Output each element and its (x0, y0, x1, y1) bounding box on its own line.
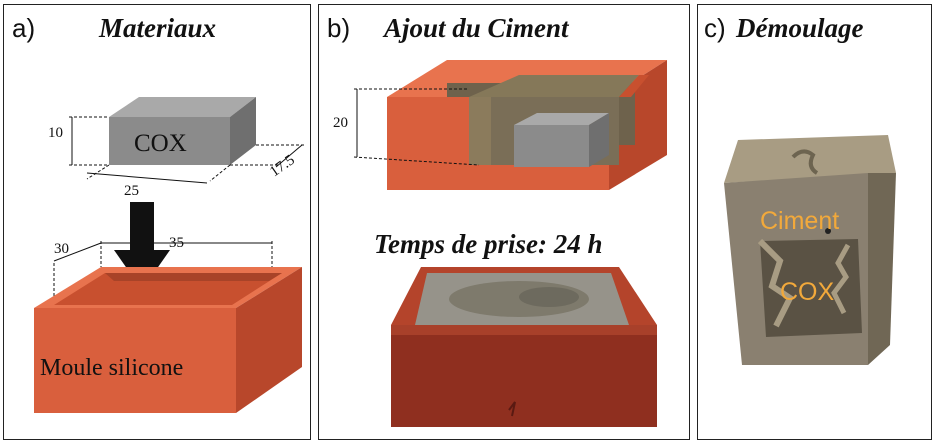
demolded-sample-photo: Ciment COX (724, 135, 896, 365)
panel-title-c: Démoulage (736, 13, 864, 43)
panel-cement: b) Ajout du Ciment (318, 4, 690, 440)
mold-cutaway (387, 60, 667, 190)
cox-block: COX (109, 97, 256, 165)
cox-height-label: 10 (48, 125, 63, 141)
cox-depth-label: 17.5 (267, 152, 298, 180)
mold-depth-label: 30 (54, 241, 69, 257)
silicone-mold: Moule silicone (34, 267, 302, 413)
cement-height-label: 20 (333, 115, 348, 131)
cured-block-photo (391, 267, 657, 427)
panel-letter-b: b) (327, 13, 351, 43)
panel-title-a: Materiaux (99, 13, 217, 43)
demolded-block (724, 135, 896, 365)
setting-time-caption: Temps de prise: 24 h (374, 229, 603, 259)
panel-title-b: Ajout du Ciment (384, 13, 569, 43)
cox-width-label: 25 (124, 183, 139, 199)
ciment-label: Ciment (760, 207, 839, 235)
panel-letter-a: a) (12, 13, 36, 43)
mold-width-label: 35 (169, 235, 184, 251)
cement-height-dimension (353, 88, 480, 166)
panel-letter-c: c) (704, 13, 726, 43)
cox-dimensions (69, 116, 304, 184)
cement-diagram: 20 Temps de prise: 24 h (333, 60, 667, 427)
materials-diagram: COX 10 25 17.5 30 (34, 97, 304, 413)
cox-core-label: COX (780, 278, 835, 306)
cox-label: COX (134, 130, 187, 157)
panel-materials: a) Materiaux COX 10 25 17.5 (3, 4, 311, 440)
mold-label: Moule silicone (40, 355, 183, 381)
mold-dimensions (53, 241, 273, 297)
panel-demolding: c) Démoulage Ciment COX (697, 4, 932, 440)
